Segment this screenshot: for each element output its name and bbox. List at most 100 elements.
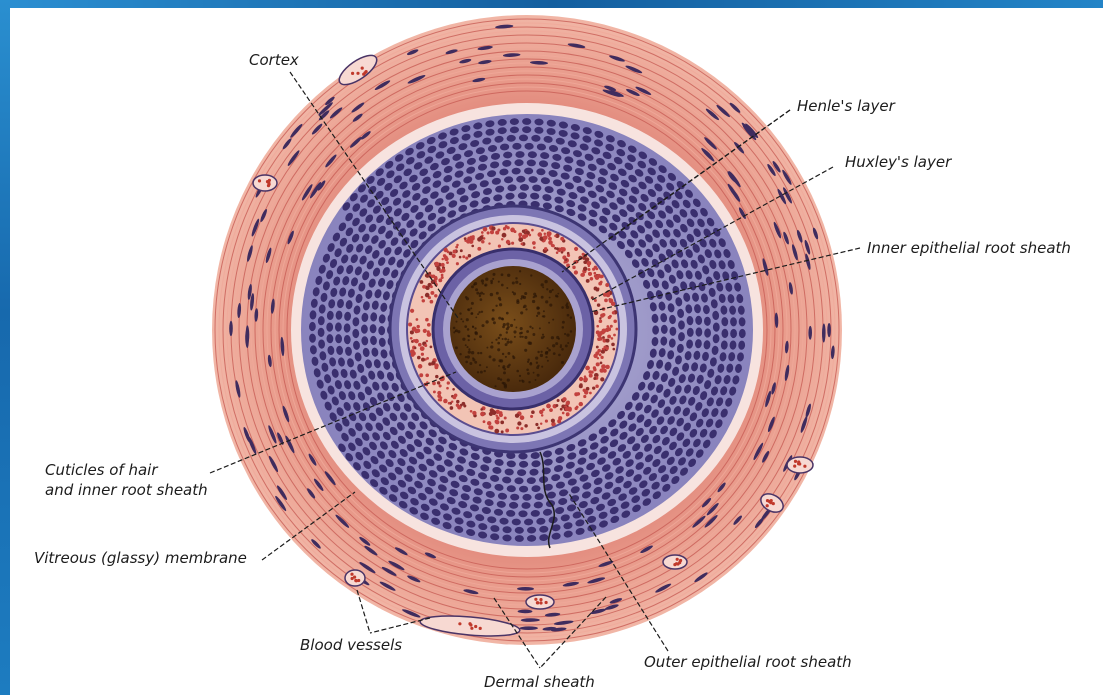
inner-sheath-granule (522, 230, 526, 234)
cortex-pigment-dot (492, 358, 495, 361)
cortex-pigment-dot (479, 364, 481, 366)
inner-sheath-granule (410, 337, 413, 340)
cortex-pigment-dot (468, 339, 470, 341)
inner-sheath-granule (599, 337, 603, 341)
inner-sheath-granule (561, 247, 564, 250)
inner-sheath-granule (441, 258, 443, 260)
inner-sheath-granule (572, 266, 575, 269)
frame-left (0, 0, 10, 695)
cortex-pigment-dot (513, 330, 516, 333)
inner-sheath-granule (565, 261, 568, 264)
cortex-pigment-dot (502, 353, 504, 355)
cortex-pigment-dot (530, 274, 532, 276)
cortex-pigment-dot (527, 372, 530, 375)
inner-sheath-granule (607, 327, 611, 331)
cortex-pigment-dot (481, 279, 484, 282)
inner-sheath-granule (423, 329, 427, 333)
cortex-pigment-dot (503, 368, 506, 371)
cortex-pigment-dot (512, 355, 514, 357)
red-blood-cell (361, 67, 364, 70)
cortex-pigment-dot (501, 317, 504, 320)
cortex-pigment-dot (464, 325, 467, 328)
inner-sheath-granule (554, 235, 556, 237)
inner-sheath-granule (557, 399, 560, 402)
label-cortex: Cortex (249, 51, 299, 69)
cortex-pigment-dot (492, 309, 495, 312)
cortex-pigment-dot (501, 284, 504, 287)
cortex-pigment-dot (498, 317, 501, 320)
label-huxleys-layer: Huxley's layer (845, 153, 951, 171)
cortex-pigment-dot (547, 347, 549, 349)
red-blood-cell (772, 502, 775, 505)
cortex-pigment-dot (516, 301, 519, 304)
cortex-pigment-dot (456, 321, 458, 323)
red-blood-cell (766, 499, 769, 502)
inner-sheath-granule (583, 267, 587, 271)
inner-sheath-granule (427, 330, 430, 333)
inner-sheath-granule (446, 261, 449, 264)
red-blood-cell (793, 465, 796, 468)
inner-sheath-granule (590, 277, 594, 281)
cortex-pigment-dot (562, 321, 565, 324)
inner-sheath-granule (471, 245, 474, 248)
inner-sheath-granule (418, 343, 422, 347)
inner-sheath-granule (586, 279, 590, 283)
red-blood-cell (353, 576, 356, 579)
cortex-pigment-dot (471, 312, 473, 314)
cortex-pigment-dot (480, 371, 483, 374)
inner-sheath-granule (477, 247, 481, 251)
inner-sheath-granule (419, 373, 423, 377)
cortex-pigment-dot (524, 336, 527, 339)
inner-sheath-granule (455, 246, 458, 249)
inner-sheath-granule (551, 419, 555, 423)
cortex-pigment-dot (533, 372, 535, 374)
cortex-pigment-dot (564, 333, 566, 335)
cortex-pigment-dot (528, 381, 530, 383)
inner-sheath-granule (586, 387, 590, 391)
inner-sheath-granule (579, 377, 583, 381)
cortex-pigment-dot (539, 327, 541, 329)
cortex-pigment-dot (493, 321, 496, 324)
inner-sheath-granule (565, 407, 569, 411)
cortex-pigment-dot (480, 298, 483, 301)
cortex-pigment-dot (535, 356, 538, 359)
inner-sheath-granule (599, 332, 602, 335)
cortex-pigment-dot (519, 270, 521, 272)
cortex-pigment-dot (499, 359, 502, 362)
blood-vessel (253, 175, 277, 191)
cortex-pigment-dot (462, 321, 464, 323)
cortex-pigment-dot (527, 361, 529, 363)
inner-sheath-granule (605, 365, 609, 369)
inner-sheath-granule (562, 412, 565, 415)
inner-sheath-granule (418, 364, 423, 369)
inner-sheath-granule (422, 285, 426, 289)
inner-sheath-granule (495, 414, 497, 416)
label-cuticles-line1: Cuticles of hair (45, 461, 158, 479)
inner-sheath-granule (480, 408, 483, 411)
cortex-pigment-dot (552, 319, 554, 321)
red-blood-cell (679, 559, 682, 562)
cortex-pigment-dot (541, 366, 543, 368)
cortex-pigment-dot (507, 378, 510, 381)
inner-sheath-granule (421, 296, 424, 299)
vessel-wall (663, 555, 687, 569)
inner-sheath-granule (479, 236, 483, 240)
inner-sheath-granule (494, 429, 499, 434)
inner-sheath-granule (574, 270, 578, 274)
cortex-pigment-dot (526, 330, 529, 333)
inner-sheath-granule (456, 262, 459, 265)
cortex-pigment-dot (532, 327, 534, 329)
cortex-pigment-dot (507, 274, 510, 277)
inner-sheath-granule (441, 276, 444, 279)
inner-sheath-granule (481, 240, 485, 244)
cortex-pigment-dot (542, 286, 544, 288)
inner-sheath-granule (582, 256, 586, 260)
cortex-pigment-dot (470, 307, 472, 309)
inner-sheath-granule (592, 268, 595, 271)
outer-sheath-nucleus (361, 324, 368, 333)
inner-sheath-granule (599, 319, 603, 323)
inner-sheath-granule (575, 407, 578, 410)
inner-sheath-granule (544, 233, 547, 236)
inner-sheath-granule (430, 291, 434, 295)
cortex-pigment-dot (540, 351, 542, 353)
